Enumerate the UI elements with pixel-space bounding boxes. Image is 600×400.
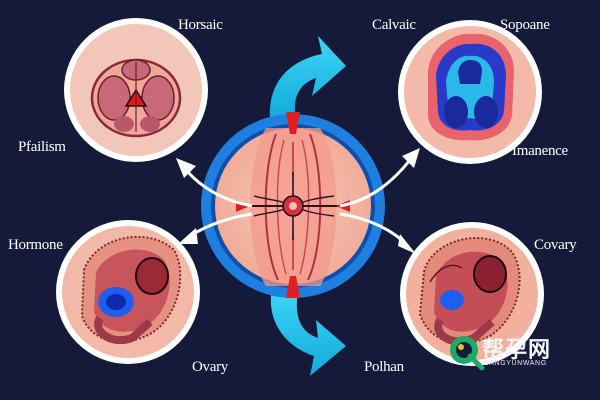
label-ovary: Ovary — [192, 359, 228, 375]
label-hormone: Hormone — [8, 237, 63, 253]
label-imanence: Imanence — [512, 143, 568, 159]
arrow-heads — [176, 148, 420, 254]
central-cross-section — [201, 112, 385, 298]
label-sopoane: Sopoane — [500, 17, 550, 33]
label-calvaic: Calvaic — [372, 17, 416, 33]
watermark: 帮孕网 BANGYUNWANG — [444, 330, 584, 374]
label-horsaic: Horsaic — [178, 17, 223, 33]
watermark-logo-icon — [450, 336, 485, 371]
watermark-text: 帮孕网 — [482, 338, 552, 363]
top-right-organ-illustration — [398, 20, 542, 164]
label-pfailism: Pfailism — [18, 139, 66, 155]
label-polhan: Polhan — [364, 359, 404, 375]
watermark-subtext: BANGYUNWANG — [484, 360, 547, 367]
label-covary: Covary — [534, 237, 577, 253]
bottom-right-organ-illustration — [400, 222, 544, 366]
arrow-to-top-right — [339, 159, 412, 208]
top-left-organ-illustration — [64, 18, 208, 162]
bottom-left-organ-illustration — [56, 220, 200, 364]
top-cyan-arrow — [269, 36, 346, 118]
bottom-cyan-arrow — [270, 288, 346, 376]
arrow-to-top-left — [184, 169, 253, 208]
